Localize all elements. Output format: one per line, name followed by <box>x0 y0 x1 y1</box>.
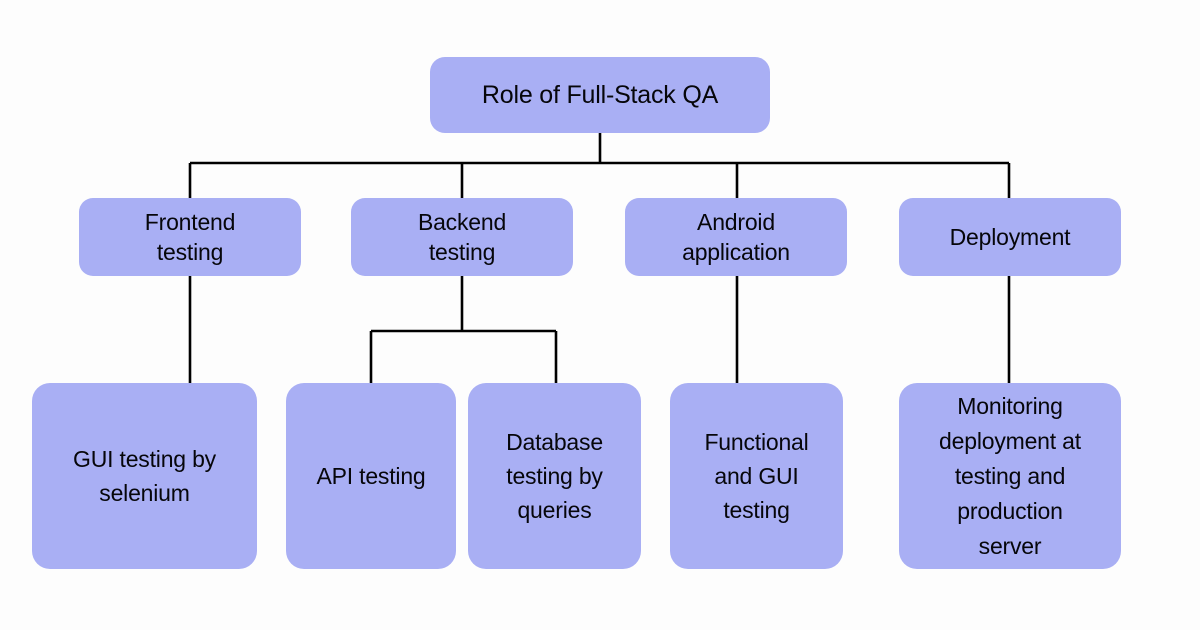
node-api-testing[interactable]: API testing <box>286 383 456 569</box>
node-api-testing-label: API testing <box>316 463 426 489</box>
node-deployment[interactable]: Deployment <box>899 198 1121 276</box>
node-database-testing-queries-label: Database testing by queries <box>506 429 603 523</box>
node-root-label: Role of Full-Stack QA <box>481 81 719 109</box>
node-functional-gui-testing[interactable]: Functional and GUI testing <box>670 383 843 569</box>
node-gui-testing-selenium[interactable]: GUI testing by selenium <box>32 383 257 569</box>
node-frontend-testing-label: Frontend testing <box>144 209 236 265</box>
node-monitoring-deployment[interactable]: Monitoring deployment at testing and pro… <box>899 383 1121 569</box>
node-gui-testing-selenium-label: GUI testing by selenium <box>73 446 216 506</box>
node-backend-testing-label: Backend testing <box>417 209 507 265</box>
node-monitoring-deployment-label: Monitoring deployment at testing and pro… <box>939 392 1081 559</box>
node-android-application[interactable]: Android application <box>625 198 847 276</box>
node-database-testing-queries[interactable]: Database testing by queries <box>468 383 641 569</box>
node-deployment-label: Deployment <box>949 224 1071 250</box>
node-android-application-label: Android application <box>682 209 790 265</box>
node-backend-testing[interactable]: Backend testing <box>351 198 573 276</box>
node-frontend-testing[interactable]: Frontend testing <box>79 198 301 276</box>
node-functional-gui-testing-label: Functional and GUI testing <box>704 429 809 523</box>
node-root[interactable]: Role of Full-Stack QA <box>430 57 770 133</box>
